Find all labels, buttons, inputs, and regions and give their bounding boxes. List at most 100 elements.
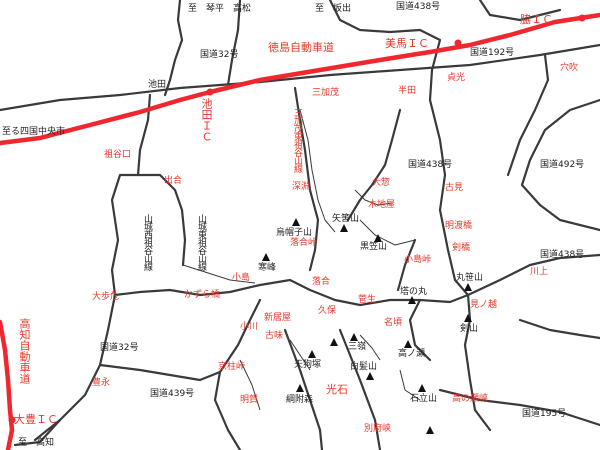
mountain-santore-sub-icon xyxy=(330,338,338,346)
label-route195: 国道195号 xyxy=(522,409,567,419)
label-kubo: 久保 xyxy=(318,306,337,316)
label-ogawa: 小川 xyxy=(240,322,259,332)
road-deai xyxy=(136,173,187,267)
ishidate-thin-road xyxy=(399,369,421,401)
label-fukabuchi: 深淵 xyxy=(292,182,311,192)
label-marusasa: 丸笹山 xyxy=(456,273,484,283)
label-wakimachi-ic: 脇ＩＣ xyxy=(520,13,553,26)
iya-north-thin xyxy=(182,264,256,284)
mountain-shiragayama-icon xyxy=(366,372,374,380)
label-shiragayama: 白髪山 xyxy=(350,362,378,372)
label-yamashiro-higashi-route: 山城東祖谷山線 xyxy=(196,214,206,270)
label-deai: 出合 xyxy=(164,176,183,186)
mountain-south-icon xyxy=(426,426,434,434)
road-kyobashira xyxy=(213,298,262,432)
label-tsunafuchi: 綱附森 xyxy=(286,395,314,405)
road-top-right xyxy=(478,0,562,22)
road-toyonaga xyxy=(98,363,222,382)
label-kojima: 小島 xyxy=(232,273,251,283)
sankamo-route-road xyxy=(293,86,320,272)
label-eboshi: 烏帽子山 xyxy=(276,228,313,238)
label-kohmi: 古見 xyxy=(445,183,464,193)
wakimachi-ic-marker xyxy=(578,14,586,22)
label-niiyashiki: 新居屋 xyxy=(264,313,292,323)
mountain-kanmine-icon xyxy=(262,253,270,261)
kijiya-thin-road xyxy=(359,219,416,246)
mountain-tenguzuka-icon xyxy=(308,350,316,358)
tokushima-expressway xyxy=(0,12,600,146)
label-nagoro: 名頃 xyxy=(384,318,403,328)
road-east-south xyxy=(518,318,600,340)
label-ikeda: 池田 xyxy=(148,80,167,90)
label-otoyo-ic: 大豊ＩＣ xyxy=(14,413,58,426)
label-route32-south: 国道32号 xyxy=(100,343,139,353)
label-route439: 国道439号 xyxy=(150,389,195,399)
route192-road xyxy=(0,43,600,112)
road-south-center xyxy=(283,328,324,450)
label-sankamo: 三加茂 xyxy=(312,88,340,98)
label-takanosedaki: 高の瀬峡 xyxy=(452,394,489,404)
label-handa: 半田 xyxy=(398,86,417,96)
route492-road xyxy=(520,98,600,232)
label-ohboke: 大歩危 xyxy=(92,292,120,302)
mountain-marusasa-icon xyxy=(464,283,472,291)
mountain-eboshi-icon xyxy=(292,218,300,226)
label-sankamo-route: 三加茂東祖谷山線 xyxy=(292,108,302,172)
road-kojima-pass xyxy=(396,238,417,292)
label-suge: 菅生 xyxy=(358,295,377,305)
road-takanosedaki xyxy=(463,343,492,432)
road-to-sakade xyxy=(226,0,242,87)
label-ishidate: 石立山 xyxy=(410,394,438,404)
mountain-takanose-icon xyxy=(404,340,412,348)
label-to-kochi: 至 高知 xyxy=(18,438,55,448)
label-kanmine: 寒峰 xyxy=(258,263,277,273)
label-route192: 国道192号 xyxy=(470,48,515,58)
sankamo-route-thin xyxy=(299,109,336,233)
route438-north-road xyxy=(328,0,442,102)
mountain-tsunafuchi-icon xyxy=(296,384,304,392)
label-tokushima-expressway: 徳島自動車道 xyxy=(268,41,334,54)
road-to-kochi xyxy=(13,418,62,447)
label-route438-mid: 国道438号 xyxy=(408,160,453,170)
label-ikeda-ic: 池田ＩＣ xyxy=(200,98,213,142)
route195-road xyxy=(438,388,600,427)
road-yamashiro-west xyxy=(110,173,140,297)
label-tsurugibashi: 剣橋 xyxy=(452,243,471,253)
label-toyonaga: 豊永 xyxy=(92,378,111,388)
label-route438-east: 国道438号 xyxy=(540,250,585,260)
label-sadamitsu: 貞光 xyxy=(447,73,466,83)
label-ohbora: 大惣 xyxy=(372,178,391,188)
label-minokoshi: 見ノ越 xyxy=(470,300,498,310)
label-kurokasa: 黒笠山 xyxy=(360,242,388,252)
label-mima-ic: 美馬ＩＣ xyxy=(385,37,429,50)
route438-mid-road xyxy=(428,98,470,297)
road-anabuki xyxy=(506,53,550,177)
ikeda-ic-marker xyxy=(206,88,214,96)
mountain-tonomaru-icon xyxy=(408,296,416,304)
south-thin-road-2 xyxy=(239,359,261,411)
road-east-kawakami xyxy=(466,253,600,297)
label-kojima-pass: 小島峠 xyxy=(404,255,432,265)
label-ochiai: 落合 xyxy=(312,277,331,287)
label-yasasa: 矢筈山 xyxy=(332,214,360,224)
label-kawakami: 川上 xyxy=(530,267,549,277)
label-akebashi: 明渡橋 xyxy=(445,221,473,231)
label-ochiai-pass: 落合峠 xyxy=(290,238,318,248)
label-yamashiro-nishi-route: 山城西祖谷山線 xyxy=(142,214,152,270)
road-myojo xyxy=(226,428,242,450)
label-route32-north: 国道32号 xyxy=(200,50,239,60)
label-mitsuishi: 光石 xyxy=(326,383,348,396)
label-to-kotohira: 至 琴平 高松 xyxy=(188,4,252,14)
mima-ic-marker xyxy=(454,39,462,47)
label-route438-top: 国道438号 xyxy=(396,2,441,12)
label-anabuki: 穴吹 xyxy=(560,63,579,73)
label-kyobashira-pass: 京柱峠 xyxy=(218,362,246,372)
label-route492: 国道492号 xyxy=(540,160,585,170)
road-beppukyo xyxy=(338,328,382,450)
mountain-kurokasa-icon xyxy=(374,234,382,242)
label-iyaguchi: 祖谷口 xyxy=(104,150,132,160)
label-to-sakade: 至 坂出 xyxy=(315,4,352,14)
mountain-santore-icon xyxy=(350,333,358,341)
